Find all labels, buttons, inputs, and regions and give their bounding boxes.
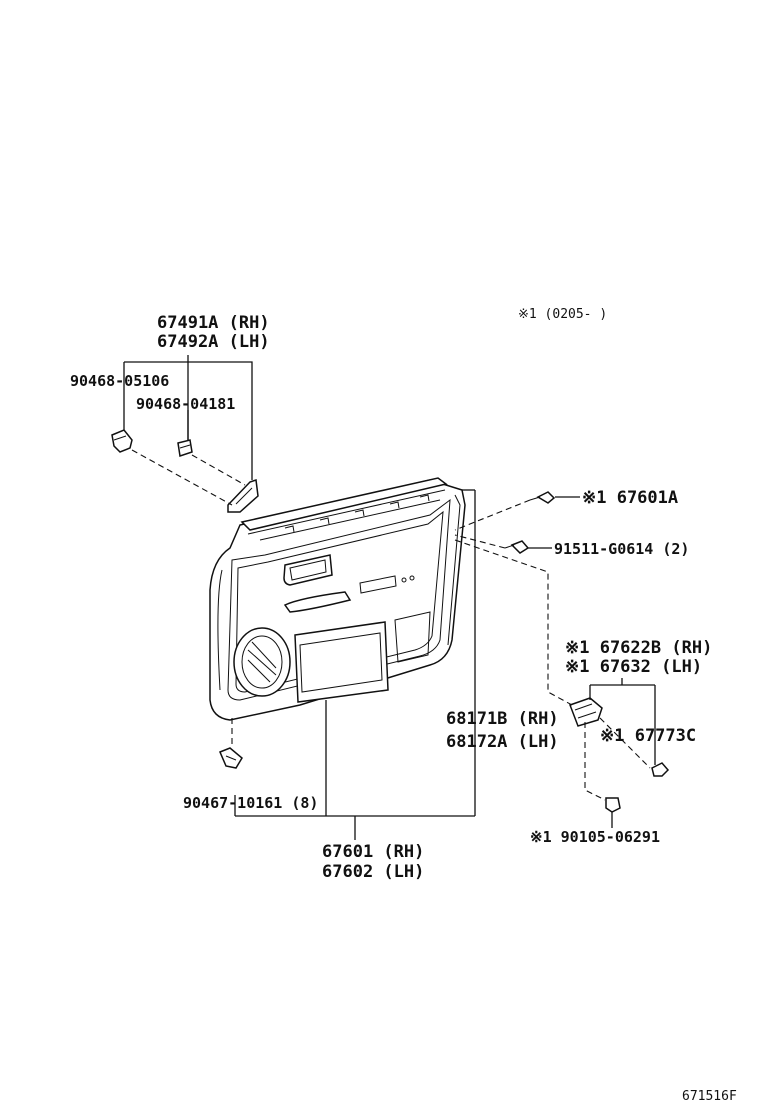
clip-90468-04181 (177, 439, 193, 457)
label-90468-05106: 90468-05106 (70, 372, 169, 390)
bracket-67622b (569, 697, 603, 727)
label-67773c: ※1 67773C (600, 726, 696, 746)
label-68172a: 68172A (LH) (446, 732, 559, 752)
label-67492a: 67492A (LH) (157, 332, 270, 352)
mirror-corner-cover-67491a (227, 478, 259, 513)
footer-code: 671516F (682, 1089, 737, 1104)
bolt-91511-g0614 (504, 540, 530, 554)
label-67491a: 67491A (RH) (157, 313, 270, 333)
label-91511-g0614: 91511-G0614 (2) (554, 540, 689, 558)
screw-67601a (529, 491, 556, 504)
label-67632: ※1 67632 (LH) (565, 657, 702, 677)
label-90468-04181: 90468-04181 (136, 395, 235, 413)
label-68171b: 68171B (RH) (446, 709, 559, 729)
label-67602: 67602 (LH) (322, 862, 424, 882)
label-67622b: ※1 67622B (RH) (565, 638, 712, 658)
label-67601: 67601 (RH) (322, 842, 424, 862)
label-67601a: ※1 67601A (582, 488, 678, 508)
leader-lines (123, 355, 656, 840)
label-90105-06291: ※1 90105-06291 (530, 828, 660, 846)
date-note: ※1 (0205- ) (518, 307, 607, 322)
assembly-dash-lines (131, 449, 651, 801)
bolt-90105-06291 (605, 797, 621, 813)
door-trim-panel (209, 477, 466, 721)
label-90467-10161: 90467-10161 (8) (183, 794, 318, 812)
clip-90468-05106 (111, 429, 133, 453)
screw-67773c (651, 762, 670, 777)
clip-90467-10161 (219, 747, 243, 769)
